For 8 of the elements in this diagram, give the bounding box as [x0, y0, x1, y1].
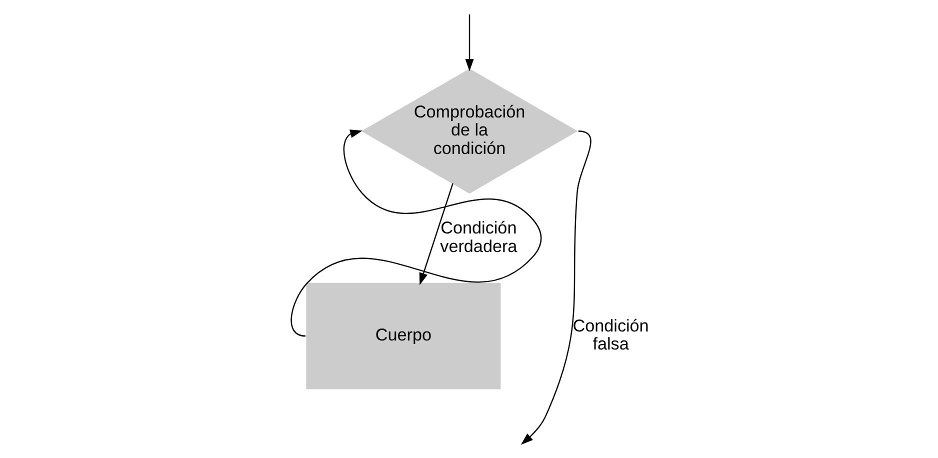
edge-label: Condición falsa [572, 316, 648, 354]
arrow [464, 14, 474, 72]
node-box: Cuerpo [306, 282, 500, 390]
edge-label: Condición verdadera [440, 218, 517, 256]
arrow [520, 130, 591, 445]
arrow [290, 130, 542, 337]
node-diamond: Comprobación de la condición [360, 68, 578, 194]
arrow [418, 183, 453, 286]
